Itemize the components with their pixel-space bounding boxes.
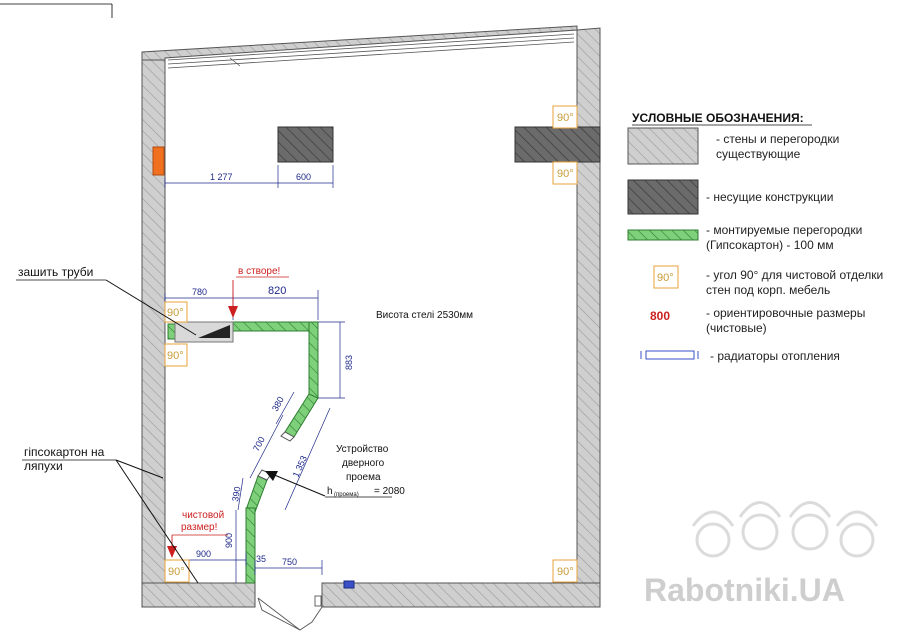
door-height-h: h — [327, 486, 333, 497]
door-height-value: = 2080 — [374, 486, 405, 497]
door-label-1: Устройство — [336, 444, 389, 455]
angle-badges: 90° 90° 90° 90° 90° 90° — [164, 105, 578, 583]
dim-35: 35 — [256, 554, 266, 564]
drywall-label-1: гіпсокартон на — [24, 445, 105, 459]
door-leader — [271, 473, 326, 497]
bottom-wall-right — [321, 582, 601, 608]
dim-600: 600 — [296, 172, 311, 182]
dim-1353: 1 353 — [291, 454, 309, 479]
radiator-small — [343, 580, 355, 589]
badge-left-2 — [164, 343, 188, 367]
legend-angle-1: - угол 90° для чистовой отделки — [706, 268, 883, 282]
entrance-door — [254, 583, 323, 631]
legend-angle-badge: 90° — [657, 272, 674, 284]
badge-text: 90° — [168, 566, 185, 578]
badge-text: 90° — [167, 350, 184, 362]
legend-approx-value: 800 — [650, 309, 670, 323]
legend-bearing: - несущие конструкции — [706, 190, 833, 204]
clean-size-label-1: чистовой — [182, 510, 224, 521]
watermark-text: Rabotniki.UA — [644, 572, 845, 608]
door-leader-arrow — [265, 471, 278, 481]
drywall-label-2: ляпухи — [24, 459, 63, 473]
right-wall — [576, 27, 601, 608]
legend-angle-2: стен под корп. мебель — [706, 283, 830, 297]
partition-right-vertical — [308, 321, 319, 399]
top-window — [167, 33, 575, 69]
clean-size-arrow — [167, 546, 177, 558]
pipe-triangle — [198, 325, 230, 338]
aligned-label: в створе! — [238, 266, 280, 277]
clean-size-label-2: размер! — [181, 522, 217, 533]
dim-750: 750 — [282, 557, 297, 567]
legend-swatch-existing — [627, 127, 699, 165]
legend-radiator: - радиаторы отопления — [710, 349, 840, 363]
partition-diagonal-lower — [245, 475, 268, 513]
partition-diagonal-upper — [284, 393, 319, 438]
sew-pipes-leader — [105, 279, 197, 336]
badge-text: 90° — [167, 307, 184, 319]
partition-bottom-vertical — [245, 507, 256, 584]
legend-swatch-angle — [653, 265, 679, 289]
door-label-3: проема — [346, 472, 381, 483]
sew-pipes-label: зашить труби — [18, 265, 93, 279]
legend-swatch-bearing — [627, 179, 699, 215]
dim-1277: 1 277 — [210, 172, 233, 182]
door-jamb-upper — [280, 431, 295, 442]
legend-approx-2: (чистовые) — [706, 321, 767, 335]
dim-900-horizontal: 900 — [196, 549, 211, 559]
drywall-leader-1 — [115, 459, 164, 479]
badge-bottom-left — [164, 559, 190, 583]
bearing-beam — [514, 126, 601, 163]
bottom-wall-left — [141, 582, 256, 608]
legend-swatch-radiator — [640, 350, 699, 360]
legend-mounted-2: (Гипсокартон) - 100 мм — [706, 238, 834, 252]
dimension-top — [164, 165, 334, 188]
badge-text: 90° — [557, 168, 574, 180]
badge-bottom-right — [552, 559, 578, 583]
door-label-2: дверного — [342, 458, 385, 469]
badge-top-right-1 — [552, 105, 578, 129]
badge-text: 90° — [557, 566, 574, 578]
badge-text: 90° — [557, 112, 574, 124]
watermark-logo — [691, 501, 879, 558]
ceiling-height-label: Висота стелі 2530мм — [376, 310, 473, 321]
legend-title: УСЛОВНЫЕ ОБОЗНАЧЕНИЯ: — [632, 111, 804, 125]
top-wall — [141, 25, 578, 61]
dim-780: 780 — [192, 287, 207, 297]
door-height-sub: (проема) — [334, 492, 359, 498]
dim-820: 820 — [268, 285, 286, 297]
badge-top-right-2 — [552, 161, 578, 185]
legend-approx-1: - ориентировочные размеры — [706, 306, 865, 320]
legend-existing-1: - стены и перегородки — [716, 132, 839, 146]
drywall-leader-2 — [115, 459, 199, 584]
legend-mounted-1: - монтируемые перегородки — [706, 223, 862, 237]
bearing-column — [277, 126, 334, 163]
legend-swatch-drywall — [627, 229, 699, 241]
aligned-arrow — [228, 306, 238, 318]
outlet-marker — [152, 146, 165, 176]
dim-900-vertical: 900 — [224, 533, 234, 548]
dim-390: 390 — [230, 486, 242, 503]
dimension-lines — [164, 290, 345, 583]
dim-883: 883 — [344, 355, 354, 370]
legend-existing-2: существующие — [716, 147, 801, 161]
partition-top — [232, 321, 319, 332]
drywall-partitions — [167, 321, 319, 584]
badge-left-1 — [164, 301, 188, 323]
